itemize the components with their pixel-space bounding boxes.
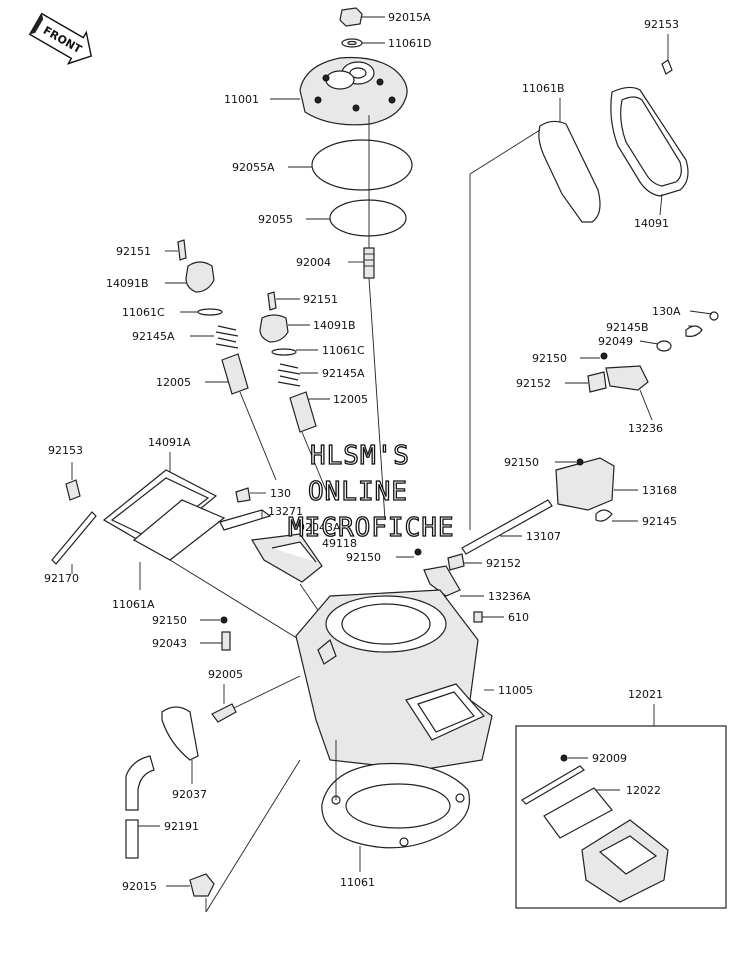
label-92043: 92043 xyxy=(152,637,187,650)
cylinder-head xyxy=(270,56,408,126)
label-92043A: 92043A xyxy=(298,521,341,534)
label-13107: 13107 xyxy=(526,530,561,543)
valve-column-left xyxy=(165,239,277,481)
label-92015: 92015 xyxy=(122,880,157,893)
label-13236A: 13236A xyxy=(488,590,531,603)
watermark-line-3: MICROFICHE xyxy=(288,513,455,543)
label-92145B: 92145B xyxy=(606,321,649,334)
label-92151-mid: 92151 xyxy=(303,293,338,306)
hose-clamp-92037 xyxy=(161,706,199,784)
label-13168: 13168 xyxy=(642,484,677,497)
collar-92152 xyxy=(447,553,482,571)
o-ring-small xyxy=(329,199,407,237)
label-12005-top: 12005 xyxy=(156,376,191,389)
hose-92191 xyxy=(125,755,160,859)
label-12005-mid: 12005 xyxy=(333,393,368,406)
label-12022: 12022 xyxy=(626,784,661,797)
label-92055: 92055 xyxy=(258,213,293,226)
label-11061B: 11061B xyxy=(522,82,565,95)
valve-column-middle xyxy=(259,291,331,501)
head-nut xyxy=(339,7,385,27)
label-92153-left: 92153 xyxy=(48,444,83,457)
label-130A: 130A xyxy=(652,305,681,318)
label-92055A: 92055A xyxy=(232,161,275,174)
label-92009: 92009 xyxy=(592,752,627,765)
pin-610 xyxy=(473,611,504,623)
label-92170: 92170 xyxy=(44,572,79,585)
label-11001: 11001 xyxy=(224,93,259,106)
label-11005: 11005 xyxy=(498,684,533,697)
label-92005: 92005 xyxy=(208,668,243,681)
label-130: 130 xyxy=(270,487,291,500)
label-610: 610 xyxy=(508,611,529,624)
label-11061C-mid: 11061C xyxy=(322,344,365,357)
watermark-line-2: ONLINE xyxy=(308,477,408,507)
pin-92043 xyxy=(200,616,231,651)
label-92152-a: 92152 xyxy=(516,377,551,390)
label-14091A: 14091A xyxy=(148,436,191,449)
label-49118: 49118 xyxy=(322,537,357,550)
label-92145: 92145 xyxy=(642,515,677,528)
exhaust-shaft-13107 xyxy=(461,499,553,555)
nut-92015 xyxy=(166,759,301,913)
watermark-line-1: HLSM'S xyxy=(310,441,410,471)
label-92150-c: 92150 xyxy=(346,551,381,564)
gasket-11061B xyxy=(538,98,601,223)
stud-bolt xyxy=(348,115,386,521)
head-washer xyxy=(341,38,385,48)
o-ring-large xyxy=(311,139,413,191)
label-12021: 12021 xyxy=(628,688,663,701)
label-14091B-top: 14091B xyxy=(106,277,149,290)
label-92150-d: 92150 xyxy=(152,614,187,627)
label-11061A: 11061A xyxy=(112,598,155,611)
label-92150-a: 92150 xyxy=(532,352,567,365)
label-14091B-mid: 14091B xyxy=(313,319,356,332)
label-11061C-top: 11061C xyxy=(122,306,165,319)
label-92004: 92004 xyxy=(296,256,331,269)
label-92049: 92049 xyxy=(598,335,633,348)
reed-valve-kit-box xyxy=(515,704,727,909)
label-13271: 13271 xyxy=(268,505,303,518)
reed-cover-left xyxy=(51,452,301,641)
cylinder-block xyxy=(295,589,494,771)
label-92151-top: 92151 xyxy=(116,245,151,258)
label-92037: 92037 xyxy=(172,788,207,801)
reed-cover-top xyxy=(610,34,689,216)
label-92145A-mid: 92145A xyxy=(322,367,365,380)
intake-parts-130-13271 xyxy=(219,487,323,617)
front-arrow-icon: FRONT xyxy=(28,12,92,65)
label-11061D: 11061D xyxy=(388,37,431,50)
label-92152-b: 92152 xyxy=(486,557,521,570)
exhaust-holder-13168 xyxy=(555,457,638,522)
fitting-92005 xyxy=(211,675,301,723)
base-gasket xyxy=(321,740,470,872)
lever-13236A xyxy=(396,548,484,597)
label-92150-b: 92150 xyxy=(504,456,539,469)
label-92015A: 92015A xyxy=(388,11,431,24)
exhaust-valve-mech xyxy=(565,310,719,421)
leader-long xyxy=(469,129,541,175)
label-11061: 11061 xyxy=(340,876,375,889)
label-92191: 92191 xyxy=(164,820,199,833)
label-13236: 13236 xyxy=(628,422,663,435)
label-92145A-top: 92145A xyxy=(132,330,175,343)
label-92153-top: 92153 xyxy=(644,18,679,31)
label-14091: 14091 xyxy=(634,217,669,230)
